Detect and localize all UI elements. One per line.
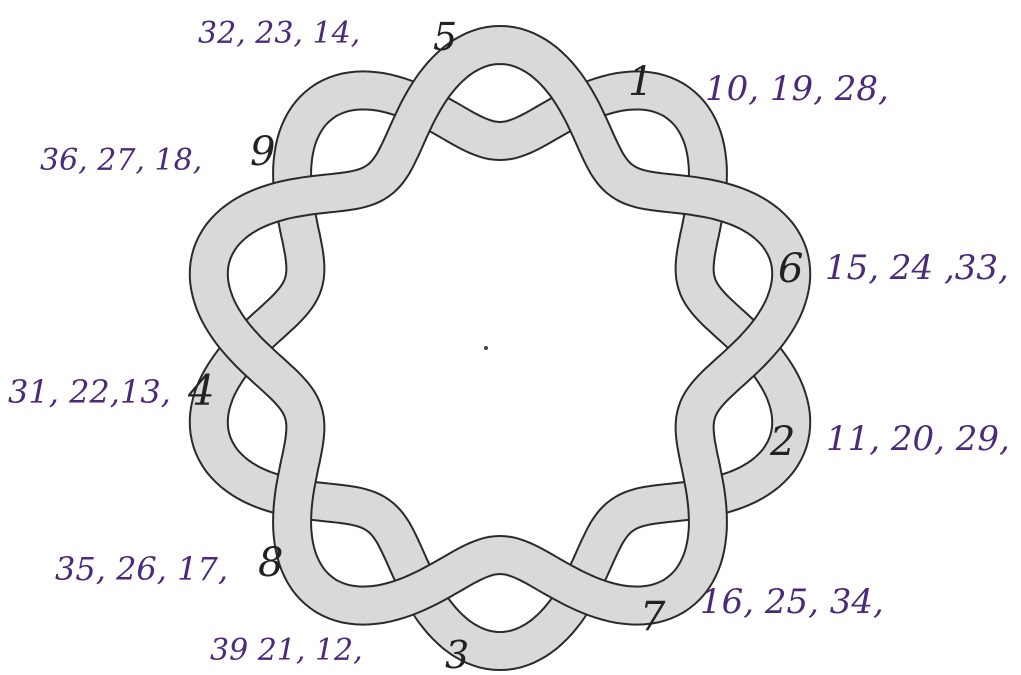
position-label-3: 3 39 21, 12, xyxy=(210,633,469,675)
position-number: 3 xyxy=(445,633,469,675)
position-label-8: 8 35, 26, 17, xyxy=(55,540,283,588)
position-sequence: 10, 19, 28, xyxy=(705,69,889,109)
braided-ring xyxy=(209,45,791,651)
center-dot xyxy=(484,346,488,350)
position-label-9: 9 36, 27, 18, xyxy=(40,129,275,178)
position-sequence: 15, 24 ,33, xyxy=(825,248,1009,288)
position-label-6: 6 15, 24 ,33, xyxy=(778,246,1009,292)
position-sequence: 35, 26, 17, xyxy=(55,550,228,588)
position-sequence: 36, 27, 18, xyxy=(40,143,202,178)
position-number: 7 xyxy=(640,594,666,640)
position-number: 6 xyxy=(778,246,803,292)
position-number: 8 xyxy=(258,540,283,586)
position-number: 5 xyxy=(433,15,457,59)
position-sequence: 11, 20, 29, xyxy=(826,419,1010,459)
position-sequence: 31, 22,13, xyxy=(8,373,171,411)
position-sequence: 39 21, 12, xyxy=(210,633,363,668)
position-label-5: 5 32, 23, 14, xyxy=(198,15,457,59)
position-number: 4 xyxy=(187,366,215,415)
position-label-4: 4 31, 22,13, xyxy=(8,366,215,415)
position-number: 1 xyxy=(628,59,653,105)
position-number: 9 xyxy=(250,129,275,175)
position-sequence: 16, 25, 34, xyxy=(700,582,884,622)
position-number: 2 xyxy=(769,419,795,465)
position-sequence: 32, 23, 14, xyxy=(198,16,360,51)
